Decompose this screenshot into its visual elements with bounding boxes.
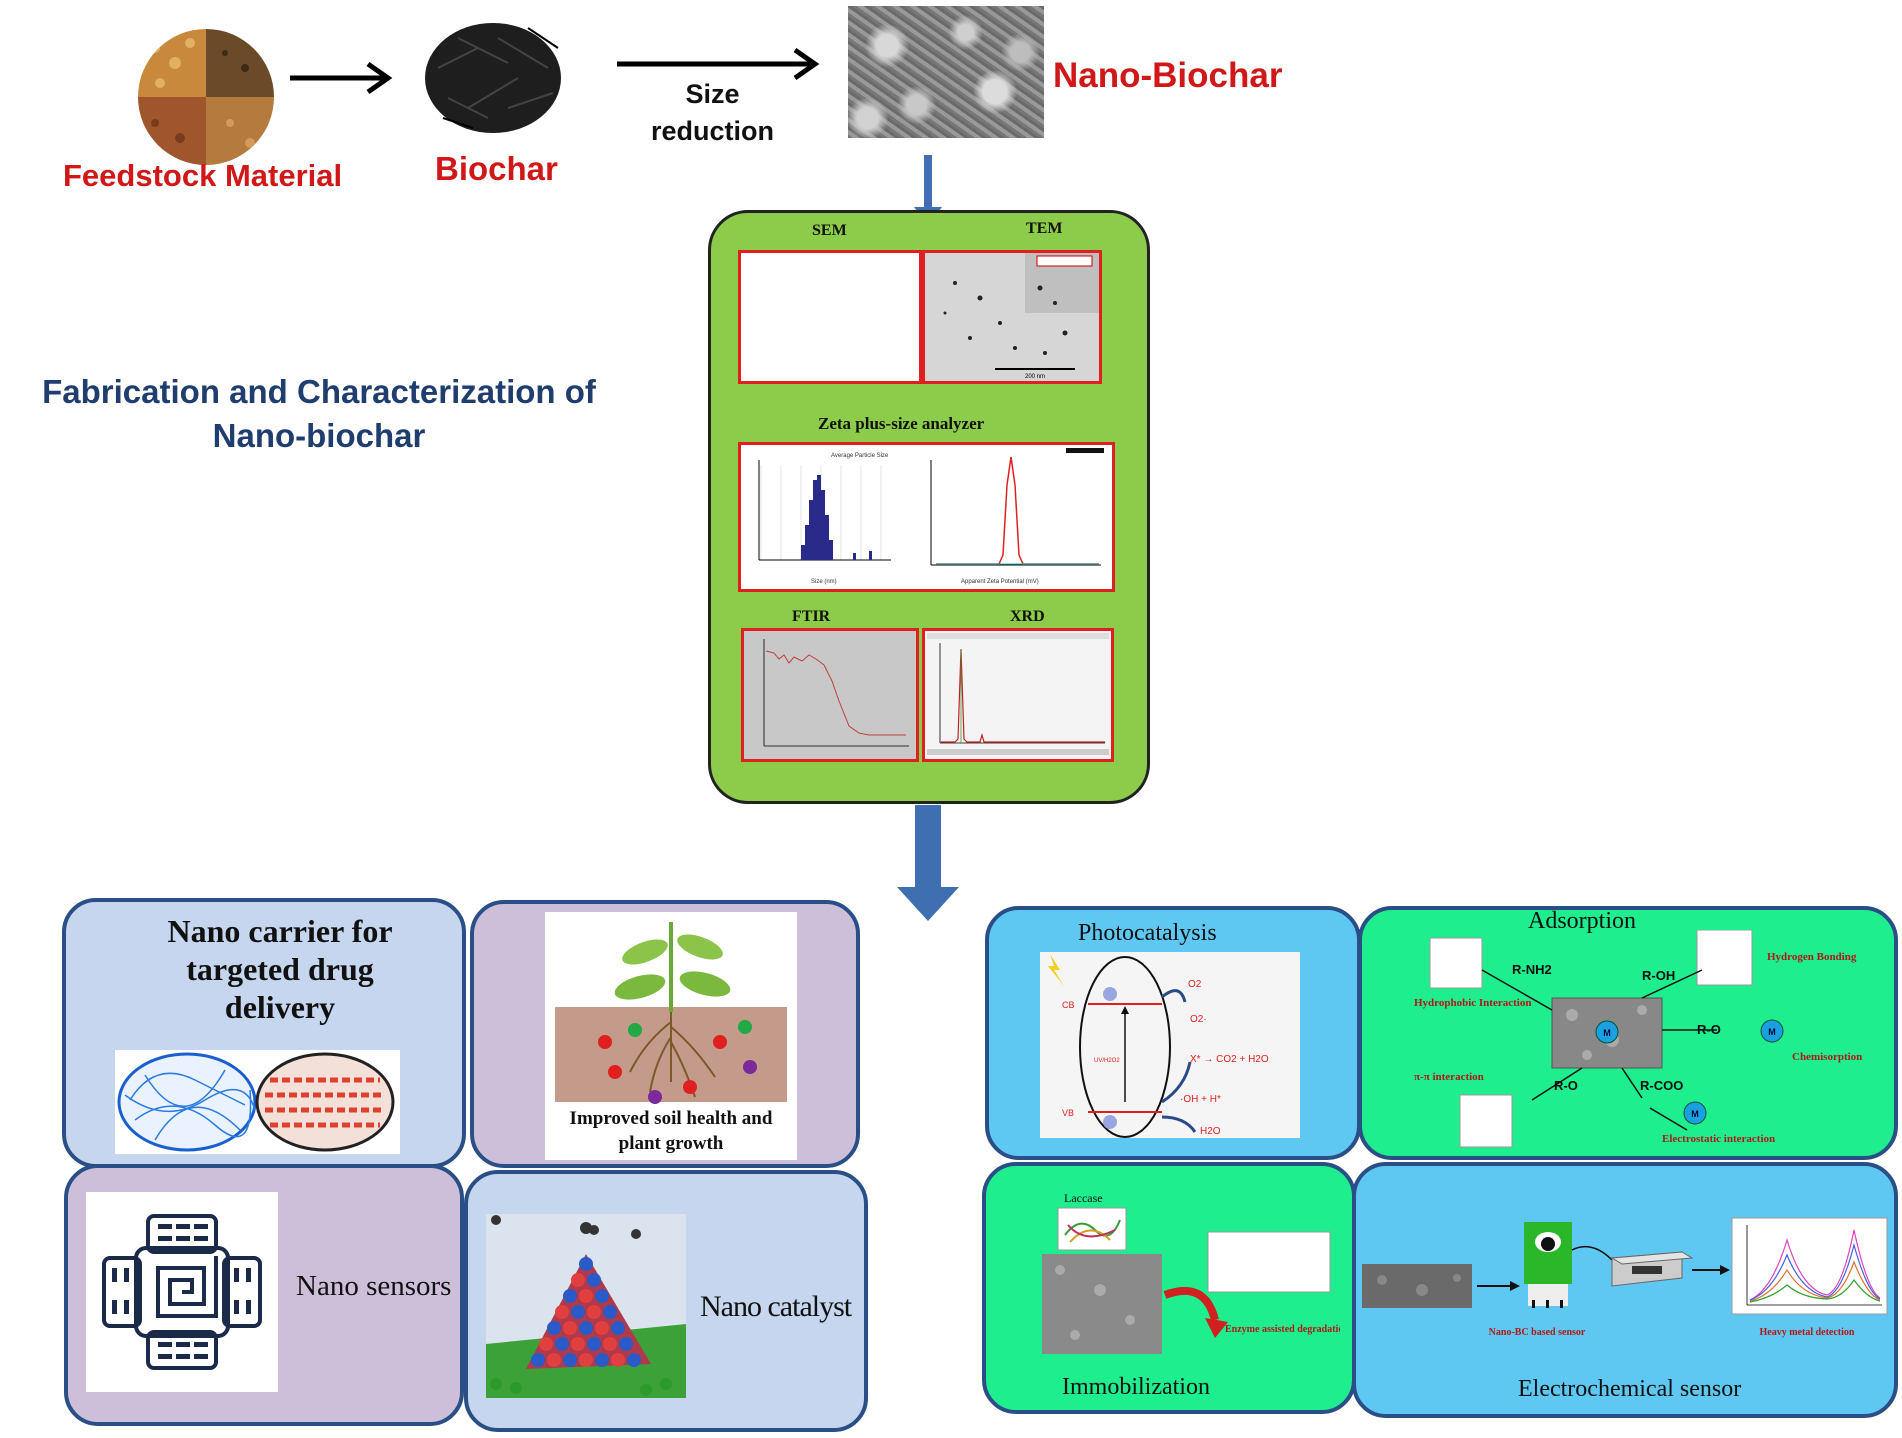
tem-header: TEM (1026, 220, 1063, 237)
tem-micrograph: 200 nm (943, 253, 1099, 380)
biochar-label: Biochar (435, 150, 558, 187)
adsorption-title: Adsorption (1528, 908, 1636, 934)
h2o-label: H2O (1200, 1126, 1221, 1137)
tem-image: 200 nm (922, 250, 1102, 384)
feedstock-label: Feedstock Material (63, 158, 343, 193)
feedstock-image (135, 28, 277, 166)
immobilization-diagram: Laccase Enzyme assisted degradation (1040, 1190, 1349, 1358)
soil-health-line1: Improved soil health and (569, 1108, 773, 1129)
side-title-line2: Nano-biochar (212, 417, 426, 454)
x-plus-label: X* → CO2 + H2O (1190, 1054, 1269, 1065)
electrostatic-label: Electrostatic interaction (1662, 1133, 1775, 1145)
drug-delivery-title: Nano carrier for targeted drug delivery (167, 913, 393, 1025)
nano-sensors-label: Nano sensors (296, 1270, 452, 1302)
ftir-svg (763, 639, 909, 747)
hydrogen-label: Hydrogen Bonding (1767, 951, 1857, 963)
photocatalysis-svg: CB VB UV/H2O2 O2 O2· X* → CO2 + H2O ·OH … (1048, 954, 1269, 1138)
roh-label: R-OH (1642, 968, 1675, 983)
photocatalysis-diagram: CB VB UV/H2O2 O2 O2· X* → CO2 + H2O ·OH … (1040, 952, 1300, 1138)
sensor-icon (102, 1214, 262, 1370)
nano-biochar-label: Nano-Biochar (1053, 56, 1283, 95)
oh-label: ·OH + H* (1180, 1094, 1221, 1105)
nano-sensor-image (86, 1192, 278, 1392)
heavy-metal-label: Heavy metal detection (1760, 1327, 1855, 1338)
nano-bc-sensor-label: Nano-BC based sensor (1489, 1327, 1586, 1338)
size-reduction-line1: Size (685, 79, 740, 109)
metal-rcoo: M (1691, 1109, 1699, 1119)
arrow-down-icon (897, 805, 959, 921)
side-title-line1: Fabrication and Characterization of (42, 373, 596, 410)
biochar-image (418, 8, 568, 138)
metal-ro: M (1768, 1027, 1776, 1037)
enzyme-label: Enzyme assisted degradation (1225, 1324, 1340, 1335)
particle-size-svg: Average Particle Size Size (nm) Apparent… (758, 448, 1104, 585)
laccase-label: Laccase (1064, 1191, 1103, 1205)
electrochemical-title: Electrochemical sensor (1518, 1376, 1742, 1402)
xrd-svg (927, 633, 1109, 755)
particle-chart-title: Average Particle Size (831, 453, 889, 459)
ftir-header: FTIR (792, 608, 831, 625)
particle-x-label: Size (nm) (811, 579, 837, 585)
sem-image (738, 250, 922, 384)
size-reduction-line2: reduction (650, 116, 774, 146)
tem-scale: 200 nm (1025, 374, 1045, 380)
xrd-chart (922, 628, 1114, 762)
drug-carrier-image (115, 1050, 400, 1154)
arrow-right-icon (617, 47, 820, 81)
chemisorption-label: Chemisorption (1792, 1051, 1862, 1063)
xrd-header: XRD (1010, 608, 1045, 625)
arrow-right-icon (290, 61, 393, 95)
hydrophobic-label: Hydrophobic Interaction (1414, 997, 1531, 1009)
side-title: Fabrication and Characterization of Nano… (4, 370, 634, 458)
ro-left-label: R-O (1554, 1078, 1578, 1093)
immobilization-svg: Laccase Enzyme assisted degradation (1042, 1191, 1349, 1354)
photocatalysis-title: Photocatalysis (1078, 920, 1217, 946)
o2-label: O2 (1188, 979, 1202, 990)
zeta-header: Zeta plus-size analyzer (818, 414, 985, 433)
nano-catalyst-label: Nano catalyst (700, 1290, 852, 1323)
soil-health-line2: plant growth (618, 1133, 724, 1154)
sem-header: SEM (812, 222, 847, 239)
cb-label: CB (1062, 1000, 1075, 1010)
nano-catalyst-image (486, 1214, 686, 1398)
zeta-x-label: Apparent Zeta Potential (mV) (961, 579, 1039, 585)
uv-label: UV/H2O2 (1094, 1058, 1120, 1064)
soil-health-image: Improved soil health and plant growth (545, 912, 797, 1160)
metal-center: M (1603, 1028, 1611, 1038)
electrochemical-diagram: Nano-BC based sensor Heavy metal detecti… (1362, 1200, 1892, 1355)
soil-health-caption: Improved soil health and plant growth (545, 1106, 797, 1156)
adsorption-svg: M R-NH2 R-OH R-O R-O R-COO M M Hydrophob… (1414, 929, 1862, 1148)
immobilization-title: Immobilization (1062, 1374, 1210, 1400)
rcoo-label: R-COO (1640, 1078, 1683, 1093)
ftir-chart (741, 628, 919, 762)
adsorption-diagram: M R-NH2 R-OH R-O R-O R-COO M M Hydrophob… (1372, 929, 1892, 1154)
ro-right-label: R-O (1697, 1022, 1721, 1037)
size-reduction-label: Size reduction (630, 76, 795, 150)
rnh2-label: R-NH2 (1512, 962, 1552, 977)
vb-label: VB (1062, 1108, 1074, 1118)
o2-radical-label: O2· (1190, 1014, 1207, 1025)
nano-biochar-sem-image (848, 6, 1044, 138)
plant-soil-svg (555, 922, 787, 1104)
pipi-label: π-π interaction (1414, 1071, 1484, 1083)
particle-size-chart: Average Particle Size Size (nm) Apparent… (738, 442, 1115, 592)
electrochemical-svg: Nano-BC based sensor Heavy metal detecti… (1362, 1217, 1888, 1338)
